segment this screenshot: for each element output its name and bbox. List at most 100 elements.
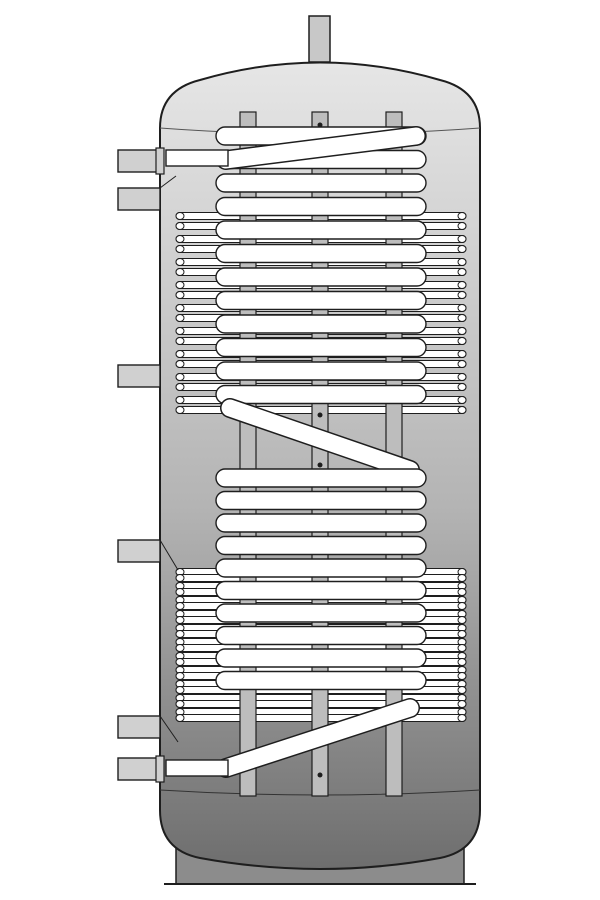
- fin-tube-end: [175, 574, 185, 582]
- fin-tube-end: [457, 644, 467, 652]
- lower-coil-turn: [215, 513, 427, 533]
- upper-coil-turn: [215, 267, 427, 287]
- upper-heat-exchanger-coil: [165, 126, 427, 480]
- fin-tube-end: [175, 281, 185, 289]
- fin-tube-end: [175, 373, 185, 381]
- upper-coil-turn: [215, 361, 427, 381]
- fin-tube-end: [457, 281, 467, 289]
- fin-tube-end: [457, 212, 467, 220]
- fin-tube-end: [175, 700, 185, 708]
- side-port: [117, 539, 161, 563]
- fin-tube-end: [457, 616, 467, 624]
- fin-tube-end: [175, 383, 185, 391]
- fin-tube-end: [457, 588, 467, 596]
- lower-coil-turn: [215, 558, 427, 578]
- fin-tube-end: [175, 258, 185, 266]
- fin-tube-end: [175, 222, 185, 230]
- upper-coil-return: [221, 399, 419, 479]
- fin-tube-end: [457, 304, 467, 312]
- fin-tube-end: [457, 406, 467, 414]
- lower-coil-turn: [215, 648, 427, 668]
- upper-coil-turn: [215, 290, 427, 311]
- fin-tube-end: [457, 235, 467, 243]
- fin-tube-end: [457, 373, 467, 381]
- side-port: [117, 757, 161, 781]
- fin-tube-end: [457, 672, 467, 680]
- upper-coil-inlet-stub: [165, 149, 229, 167]
- fin-tube-end: [457, 396, 467, 404]
- fin-tube-end: [457, 383, 467, 391]
- fin-tube-end: [175, 304, 185, 312]
- side-port: [117, 364, 161, 388]
- post-bolt: [317, 412, 323, 418]
- upper-coil-turn: [215, 173, 427, 193]
- side-port: [117, 149, 161, 173]
- fin-tube-end: [175, 714, 185, 722]
- lower-heat-exchanger-coil: [165, 468, 427, 778]
- fin-tube-end: [175, 588, 185, 596]
- fin-tube-end: [175, 686, 185, 694]
- lower-coil-outlet-stub: [165, 759, 229, 777]
- upper-coil-turn: [215, 243, 427, 264]
- upper-coil-turn: [215, 314, 427, 334]
- fin-tube-end: [457, 350, 467, 358]
- lower-coil-turn: [215, 580, 427, 601]
- fin-tube-end: [457, 327, 467, 335]
- fin-tube-end: [175, 658, 185, 666]
- lower-coil-turn: [215, 535, 427, 556]
- fin-tube-end: [175, 314, 185, 322]
- lower-coil-turn: [215, 603, 427, 623]
- upper-coil-turn: [215, 337, 427, 358]
- fin-tube-end: [457, 658, 467, 666]
- sensor-leader-line: [159, 539, 179, 571]
- lower-coil-turn: [215, 490, 427, 511]
- fin-tube-end: [175, 630, 185, 638]
- fin-tube-end: [457, 574, 467, 582]
- fin-tube-end: [457, 602, 467, 610]
- side-port: [117, 715, 161, 739]
- fin-tube-end: [457, 222, 467, 230]
- fin-tube-end: [457, 700, 467, 708]
- fin-tube-end: [175, 337, 185, 345]
- side-ports: [117, 147, 179, 783]
- upper-coil-turn: [215, 196, 427, 217]
- fin-tube-end: [457, 360, 467, 368]
- fin-tube-end: [175, 616, 185, 624]
- fin-tube-end: [457, 630, 467, 638]
- fin-tube-end: [457, 337, 467, 345]
- fin-tube-end: [457, 291, 467, 299]
- fin-tube-end: [457, 714, 467, 722]
- lower-coil-turn: [215, 670, 427, 691]
- side-port: [117, 187, 161, 211]
- fin-tube-end: [175, 245, 185, 253]
- fin-tube-end: [175, 406, 185, 414]
- lower-coil-turn: [215, 468, 427, 488]
- fin-tube-end: [457, 258, 467, 266]
- port-flange: [155, 755, 165, 783]
- fin-tube-end: [175, 235, 185, 243]
- fin-tube-end: [457, 268, 467, 276]
- port-flange: [155, 147, 165, 175]
- fin-tube-end: [175, 396, 185, 404]
- upper-coil-turn: [215, 220, 427, 240]
- fin-tube-end: [175, 360, 185, 368]
- fin-tube-end: [457, 686, 467, 694]
- sensor-leader-line: [159, 715, 179, 743]
- post-bolt: [317, 122, 323, 128]
- fin-tube-end: [457, 314, 467, 322]
- upper-coil-turn: [215, 384, 427, 405]
- fin-tube-end: [175, 327, 185, 335]
- fin-tube-end: [175, 672, 185, 680]
- fin-tube-end: [175, 268, 185, 276]
- lower-coil-riser: [217, 699, 419, 777]
- fin-tube-end: [175, 291, 185, 299]
- lower-coil-turn: [215, 625, 427, 646]
- top-vent-pipe: [308, 15, 331, 63]
- tank-internals: [165, 111, 467, 797]
- fin-tube-end: [175, 212, 185, 220]
- fin-tube-end: [175, 644, 185, 652]
- fin-tube-end: [175, 602, 185, 610]
- upper-coil-riser: [217, 127, 425, 169]
